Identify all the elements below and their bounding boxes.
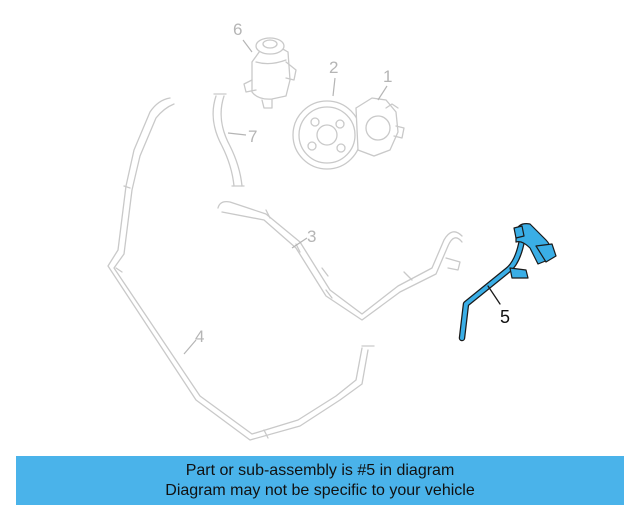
leader-2 [332,77,336,97]
callout-3: 3 [307,227,316,246]
banner-line-2: Diagram may not be specific to your vehi… [165,481,475,499]
leader-3 [291,237,308,249]
callout-7: 7 [248,127,257,146]
part-4-return-line [107,97,375,441]
part-7-hose [212,93,245,187]
info-banner: Part or sub-assembly is #5 in diagram Di… [16,456,624,505]
callout-6: 6 [233,20,242,39]
part-3-pressure-line [217,200,463,321]
part-6-reservoir [243,37,297,109]
leader-6 [242,39,253,53]
leader-4 [183,339,197,355]
leader-1 [377,85,388,101]
callout-4: 4 [195,327,204,346]
parts-diagram: 6 2 1 7 3 [107,20,557,441]
part-2-pulley [292,100,362,170]
part-1-pump [355,97,405,157]
part-5-line-highlighted [458,223,557,342]
banner-line-1: Part or sub-assembly is #5 in diagram [185,461,455,479]
leader-7 [227,132,247,136]
callout-1: 1 [383,67,392,86]
callout-5: 5 [500,307,510,327]
leader-5 [487,285,501,305]
callout-2: 2 [329,58,338,77]
